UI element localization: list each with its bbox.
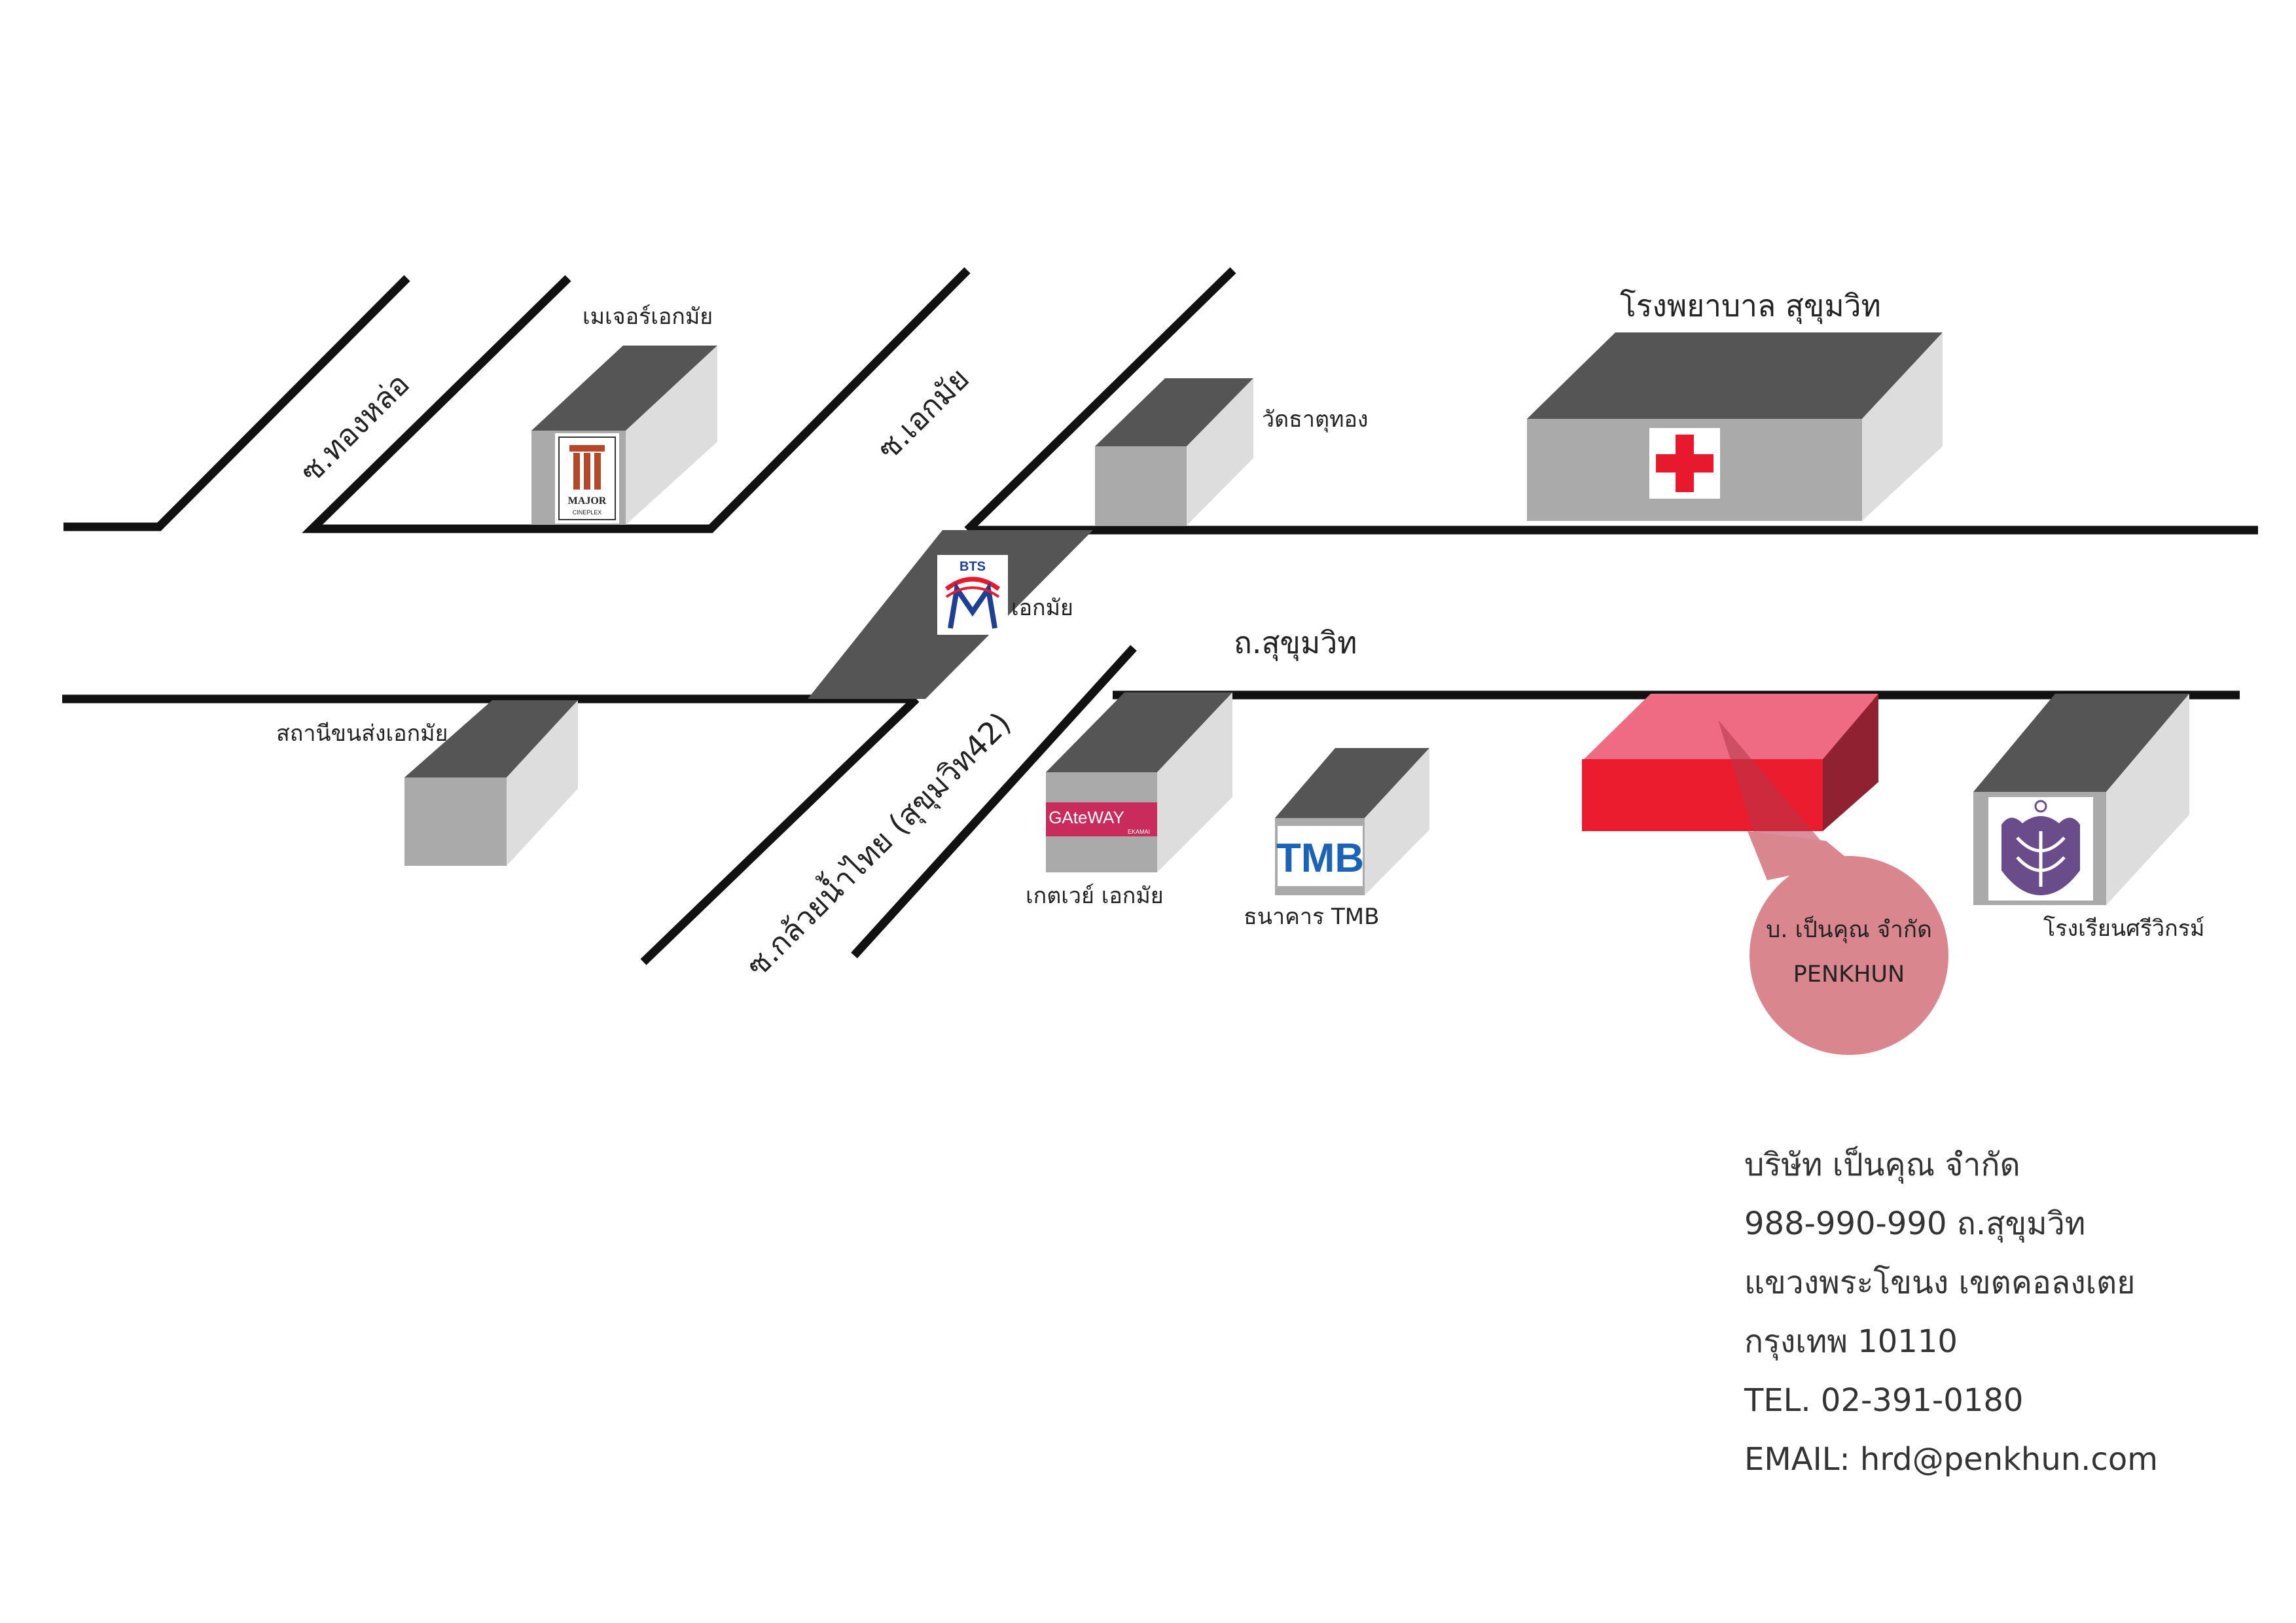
road-lower-diagonal [851,645,1137,959]
label-gateway: เกตเวย์ เอกมัย [1026,883,1164,909]
tmb-building: TMB [1275,748,1429,895]
address-email: EMAIL: hrd@penkhun.com [1744,1441,2158,1478]
address-street: 988-990-990 ถ.สุขุมวิท [1744,1205,2086,1242]
label-bus-terminal: สถานีขนส่งเอกมัย [276,721,448,747]
label-wat: วัดธาตุทอง [1262,406,1369,433]
address-city: กรุงเทพ 10110 [1744,1323,1958,1360]
wat-roof [1095,378,1253,446]
wat-front [1095,446,1187,526]
road-soi-thonglor [63,275,410,531]
hospital-roof [1527,332,1943,419]
penkhun-building [1582,694,1878,880]
gateway-roof [1046,692,1232,772]
address-tel: TEL. 02-391-0180 [1744,1382,2024,1419]
label-soi-ekkamai: ซ.เอกมัย [870,361,976,466]
bus-terminal-front [404,777,507,866]
penkhun-marker-line2: PENKHUN [1793,961,1905,988]
bts-logo-icon: BTS [937,555,1008,635]
hospital-cross-icon [1649,428,1720,499]
penkhun-side [1823,694,1878,831]
gateway-logo: GAteWAY EKAMAI [1046,802,1157,836]
tmb-roof [1275,748,1429,818]
school-logo-icon [1988,797,2093,901]
major-logo-text: MAJOR [568,495,607,507]
hospital-side [1862,332,1943,521]
label-school: โรงเรียนศรีวิกรม์ [2043,916,2204,942]
road-soi-kluaynamthai [640,696,920,965]
company-address: บริษัท เป็นคุณ จำกัด 988-990-990 ถ.สุขุม… [1744,1135,2158,1489]
major-roof [531,346,717,431]
label-major: เมเจอร์เอกมัย [583,304,713,330]
bus-terminal-building [404,700,578,866]
hospital-building [1527,332,1943,521]
tmb-logo-icon: TMB [1276,836,1364,881]
bts-logo-text: BTS [960,560,986,574]
bus-terminal-side [507,700,578,866]
gateway-logo-subtext: EKAMAI [1128,829,1150,835]
penkhun-marker-circle [1749,856,1948,1055]
road-north-diagonal [964,267,1236,533]
road-soi-ekkamai [302,267,971,533]
address-district: แขวงพระโขนง เขตคอลงเตย [1744,1264,2136,1301]
label-sukhumvit-road: ถ.สุขุมวิท [1234,625,1357,662]
label-soi-thonglor: ซ.ทองหล่อ [293,366,416,489]
major-building: MAJOR CINEPLEX [531,346,717,525]
label-soi-kluaynamthai: ซ.กล้วยน้ำไทย (สุขุมวิท42) [736,702,1018,984]
school-building [1973,694,2189,905]
major-logo-subtext: CINEPLEX [573,509,602,516]
penkhun-marker-line1: บ. เป็นคุณ จำกัด [1766,916,1932,943]
school-side [2106,694,2189,905]
label-hospital: โรงพยาบาล สุขุมวิท [1620,288,1881,325]
penkhun-roof [1582,694,1878,761]
major-logo: MAJOR CINEPLEX [555,433,619,524]
gateway-side [1157,692,1232,872]
penkhun-marker-pointer [1718,720,1829,877]
gateway-logo-text: GAteWAY [1049,808,1124,827]
label-bts-station: เอกมัย [1011,595,1073,621]
wat-building [1095,378,1253,526]
major-side [626,346,717,525]
wat-side [1187,378,1253,526]
school-roof [1973,694,2189,792]
tmb-side [1365,748,1429,895]
address-company: บริษัท เป็นคุณ จำกัด [1744,1147,2020,1183]
label-tmb: ธนาคาร TMB [1244,904,1379,930]
gateway-building: GAteWAY EKAMAI [1046,692,1232,872]
bus-terminal-roof [404,700,578,777]
